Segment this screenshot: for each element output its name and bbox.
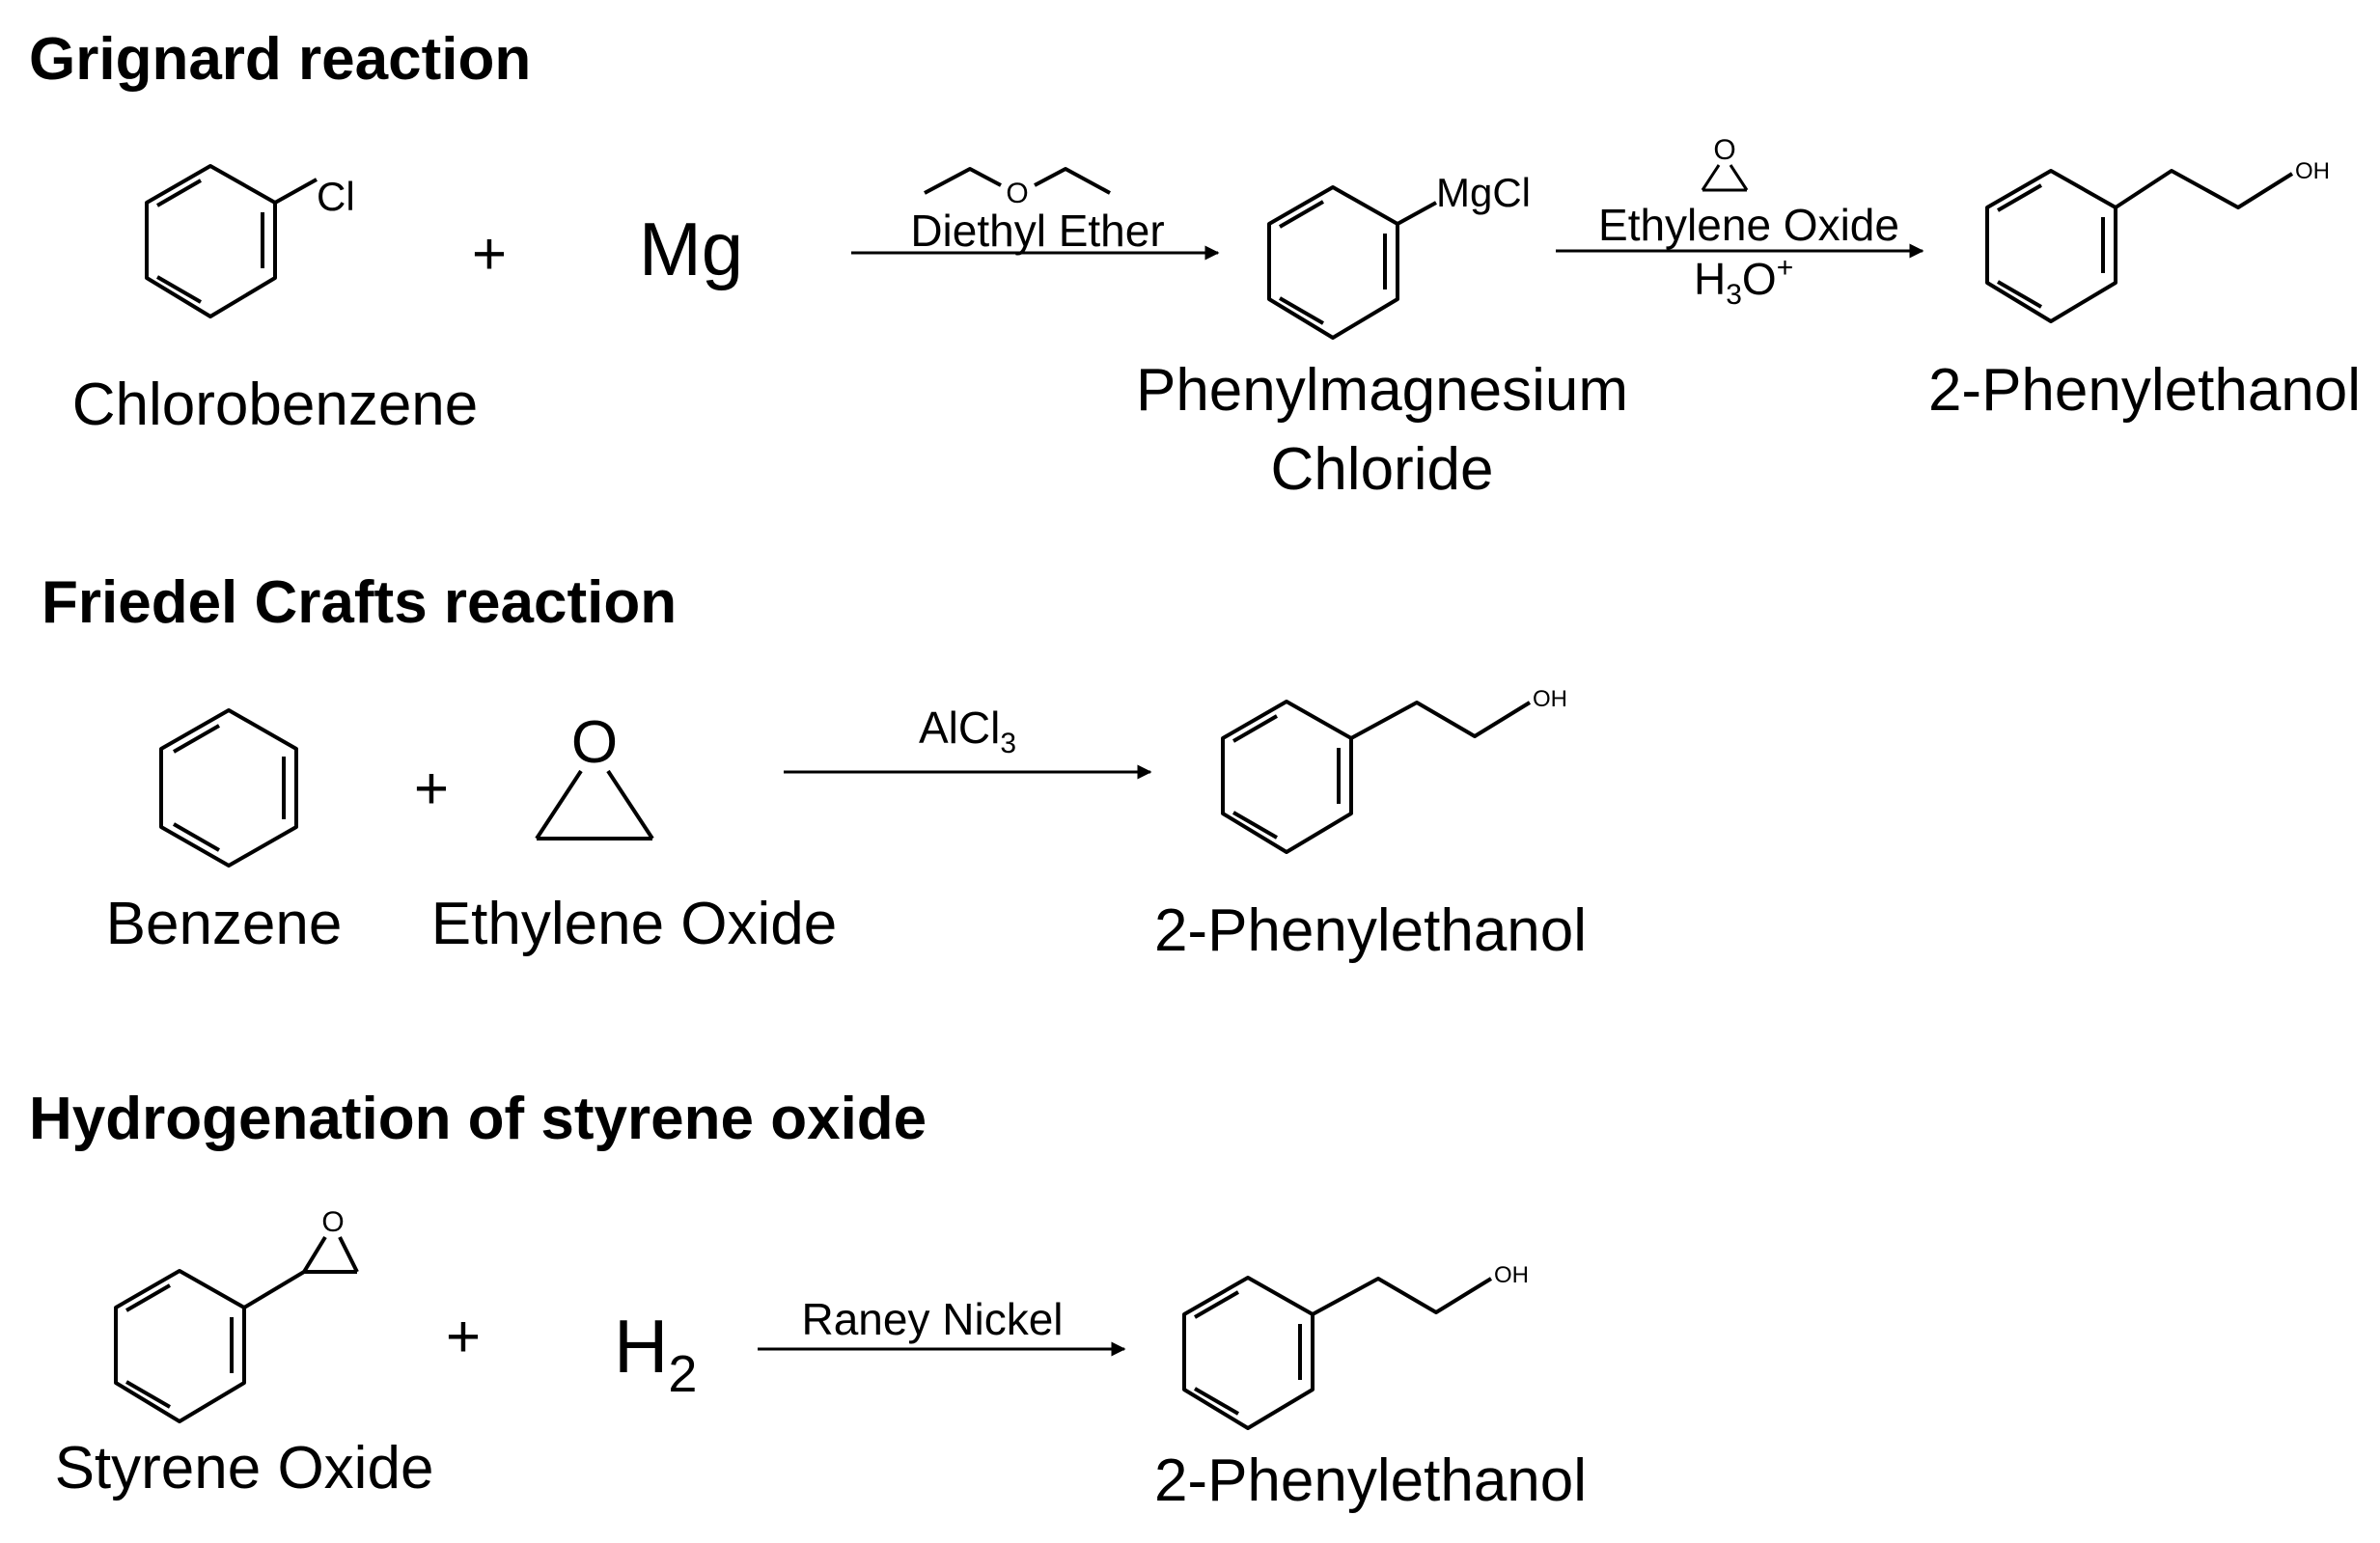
section-friedel-crafts: Friedel Crafts reaction Benzene + O Ethy… xyxy=(42,569,1587,964)
styrene-oxide-label: Styrene Oxide xyxy=(55,1435,434,1502)
magnesium-label: Mg xyxy=(639,207,743,291)
plus-sign: + xyxy=(472,221,507,288)
acid-label: H3O+ xyxy=(1694,252,1793,311)
intermediate-label-line2: Chloride xyxy=(1271,436,1494,503)
oxygen-atom-label: O xyxy=(321,1206,344,1238)
catalyst-label: Raney Nickel xyxy=(802,1294,1064,1344)
diethyl-ether-structure: O xyxy=(924,167,1111,209)
hydrogen-label: H2 xyxy=(614,1304,697,1403)
ethylene-oxide-small-structure: O xyxy=(1701,134,1749,192)
section-title: Friedel Crafts reaction xyxy=(42,569,677,636)
step2-reagent-label: Ethylene Oxide xyxy=(1598,200,1899,250)
phenylmagnesium-chloride-structure: MgCl xyxy=(1267,170,1531,340)
mgcl-atom-label: MgCl xyxy=(1436,170,1531,215)
plus-sign: + xyxy=(414,756,449,822)
oxygen-atom-label: O xyxy=(1006,178,1028,209)
product-label: 2-Phenylethanol xyxy=(1154,1447,1587,1514)
section-title: Hydrogenation of styrene oxide xyxy=(29,1086,927,1152)
step1-reagent-label: Diethyl Ether xyxy=(910,206,1164,256)
hydroxyl-atom-label: OH xyxy=(1533,686,1567,712)
oxygen-atom-label: O xyxy=(1713,134,1735,166)
hydroxyl-atom-label: OH xyxy=(1494,1262,1529,1288)
benzene-structure xyxy=(159,708,298,868)
catalyst-label: AlCl3 xyxy=(919,703,1016,759)
chlorobenzene-structure: Cl xyxy=(145,164,355,318)
ethylene-oxide-structure: O xyxy=(535,709,654,840)
phenylethanol-structure: OH xyxy=(1182,1262,1529,1430)
phenylethanol-structure: OH xyxy=(1985,158,2330,323)
intermediate-label-line1: Phenylmagnesium xyxy=(1136,357,1628,424)
hydroxyl-atom-label: OH xyxy=(2295,158,2330,184)
section-title: Grignard reaction xyxy=(29,26,531,93)
phenylethanol-structure: OH xyxy=(1221,686,1567,854)
oxygen-atom-label: O xyxy=(571,709,618,776)
chlorine-atom-label: Cl xyxy=(317,174,355,219)
product-label: 2-Phenylethanol xyxy=(1928,357,2361,424)
section-grignard: Grignard reaction Cl Chlorobenzene + Mg … xyxy=(29,26,2361,503)
product-label: 2-Phenylethanol xyxy=(1154,897,1587,964)
chlorobenzene-label: Chlorobenzene xyxy=(72,372,479,438)
section-hydrogenation: Hydrogenation of styrene oxide O Styrene… xyxy=(29,1086,1587,1514)
benzene-label: Benzene xyxy=(106,891,343,957)
plus-sign: + xyxy=(446,1304,481,1370)
ethylene-oxide-label: Ethylene Oxide xyxy=(431,891,837,957)
styrene-oxide-structure: O xyxy=(114,1206,359,1423)
